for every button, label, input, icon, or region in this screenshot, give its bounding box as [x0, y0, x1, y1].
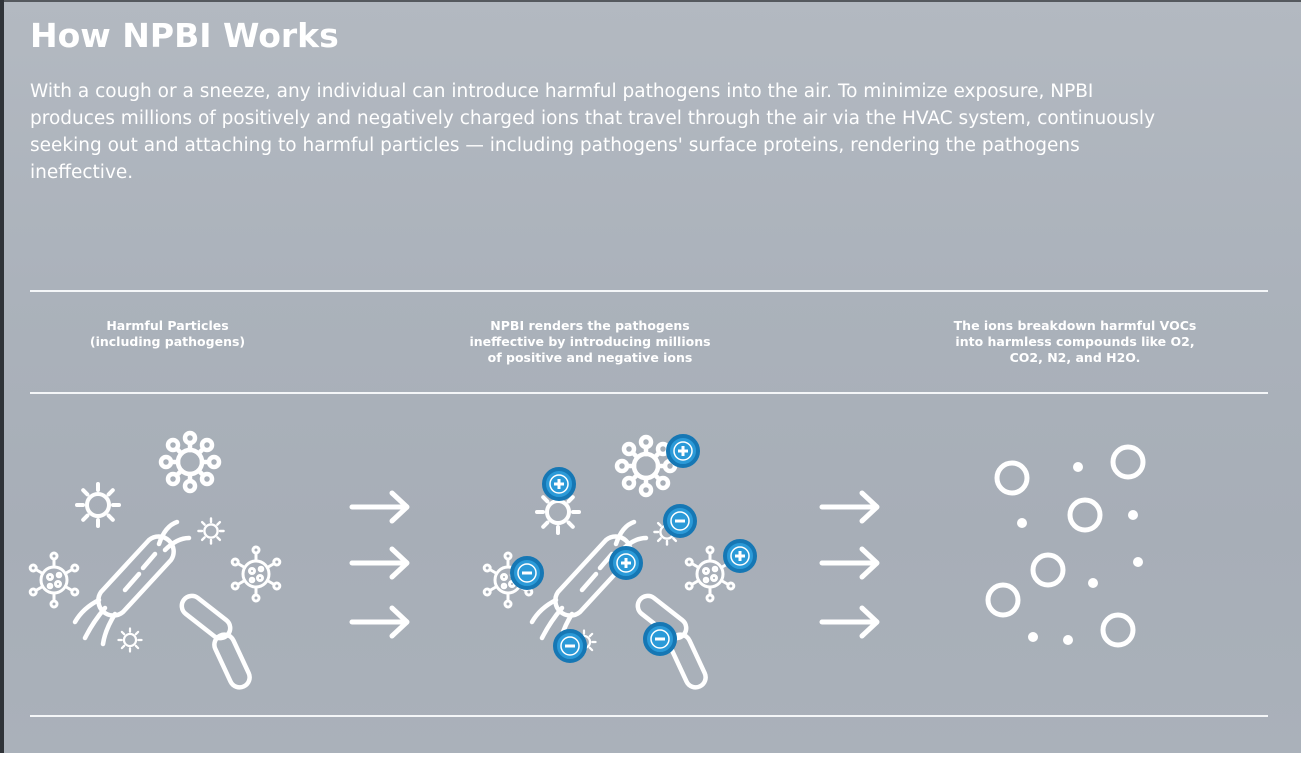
step-1-pathogen-group [28, 433, 282, 691]
pathogen-icon [117, 627, 143, 653]
left-border [0, 0, 4, 757]
molecule-dot [1073, 462, 1083, 472]
molecule-circle [1030, 552, 1066, 588]
divider-bottom [30, 715, 1268, 717]
molecule-dot [1063, 635, 1073, 645]
bottom-border [0, 753, 1307, 757]
diplococcus-icon [178, 592, 253, 691]
molecule-dot [1028, 632, 1038, 642]
arrow-right-icon [822, 493, 877, 521]
arrow-right-icon [352, 608, 407, 636]
pathogen-icon [75, 482, 121, 528]
right-border [1301, 0, 1307, 757]
top-border [0, 0, 1307, 2]
divider-top [30, 290, 1268, 292]
positive-ion-icon [666, 434, 700, 468]
virus-icon [617, 437, 675, 495]
molecule-circle [1067, 497, 1103, 533]
molecule-circle [1100, 612, 1136, 648]
intro-paragraph: With a cough or a sneeze, any individual… [30, 81, 1156, 183]
molecule-circle [985, 582, 1021, 618]
step-2-ion-group [482, 434, 757, 691]
virus-icon [161, 433, 219, 491]
coronavirus-icon [230, 545, 282, 603]
arrow-group-1 [352, 493, 407, 636]
negative-ion-icon [510, 556, 544, 590]
arrow-group-2 [822, 493, 877, 636]
step-3-caption: The ions breakdown harmful VOCs into har… [953, 318, 1197, 365]
molecule-dot [1017, 518, 1027, 528]
negative-ion-icon [553, 629, 587, 663]
arrow-right-icon [822, 549, 877, 577]
step-1-caption: Harmful Particles (including pathogens) [89, 318, 246, 349]
step-2-caption: NPBI renders the pathogens ineffective b… [469, 318, 711, 365]
positive-ion-icon [542, 467, 576, 501]
arrow-right-icon [352, 549, 407, 577]
molecule-dot [1128, 510, 1138, 520]
bacterium-icon [532, 522, 646, 644]
step-3-dot-group [1017, 462, 1143, 645]
bacterium-icon [75, 522, 189, 644]
step-3-compound-group [985, 444, 1146, 648]
pathogen-icon [197, 517, 225, 545]
negative-ion-icon [663, 504, 697, 538]
arrow-right-icon [352, 493, 407, 521]
molecule-dot [1088, 578, 1098, 588]
coronavirus-icon [28, 551, 80, 609]
positive-ion-icon [609, 546, 643, 580]
molecule-dot [1133, 557, 1143, 567]
molecule-circle [1110, 444, 1146, 480]
negative-ion-icon [643, 622, 677, 656]
positive-ion-icon [723, 539, 757, 573]
arrow-right-icon [822, 608, 877, 636]
divider-middle [30, 392, 1268, 394]
page-title: How NPBI Works [30, 16, 339, 55]
molecule-circle [994, 460, 1030, 496]
